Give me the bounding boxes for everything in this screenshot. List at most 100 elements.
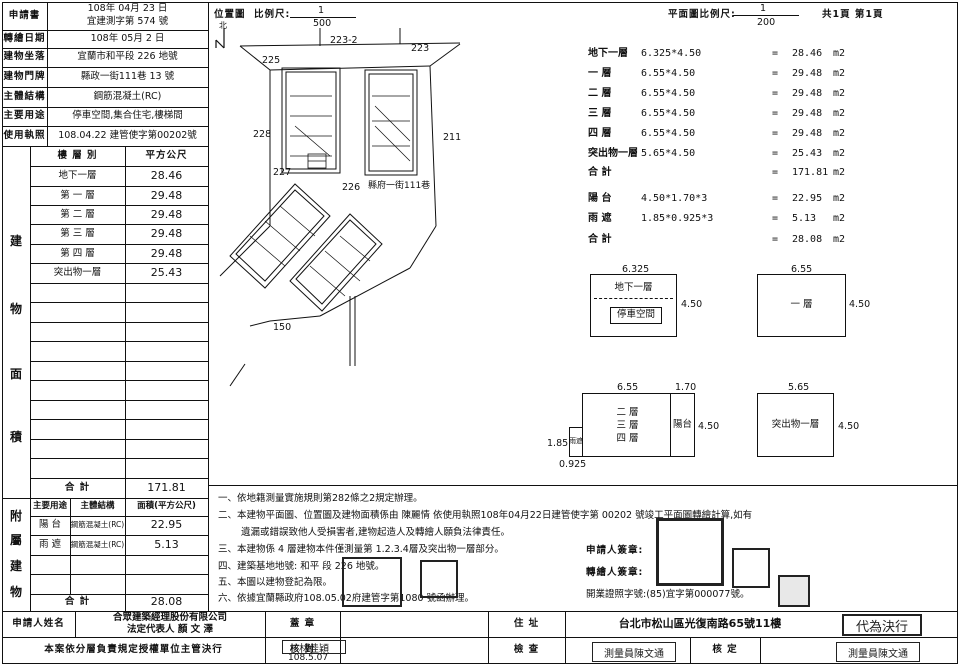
- label-license: 使用執照: [3, 129, 46, 141]
- plan-scale-den: 200: [757, 17, 776, 28]
- f24-label: 三 層: [616, 419, 639, 431]
- site-map-label: 位置圖: [214, 9, 246, 20]
- verify-label: 核 定: [712, 644, 738, 656]
- floor-row-area: 29.48: [150, 246, 183, 260]
- plan-scale-num: 1: [760, 3, 767, 14]
- grid-line: [30, 224, 208, 225]
- calc-formula: 4.50*1.70*3: [641, 193, 708, 204]
- annex-row-struct: 鋼筋混凝土(RC): [70, 520, 125, 530]
- value-address: 縣政一街111巷 13 號: [80, 70, 175, 82]
- applicant-representative: 法定代表人 顏 文 澤: [127, 623, 213, 635]
- area-header-floor: 樓 層 別: [57, 149, 98, 161]
- page-count: 共1頁 第1頁: [822, 9, 884, 20]
- check-date: 108.5.07: [288, 653, 329, 663]
- grid-line: [30, 341, 208, 342]
- annex-row-use: 雨 遮: [38, 538, 62, 550]
- label-draw-date: 轉繪日期: [3, 32, 46, 44]
- calc-formula: 6.55*4.50: [641, 128, 696, 139]
- annex-total-value: 28.08: [150, 595, 183, 609]
- value-license: 108.04.22 建管使字第00202號: [58, 129, 197, 141]
- rep-seal-icon: [732, 548, 770, 588]
- drafter-seal-icon: [778, 575, 810, 607]
- calc-name: 二 層: [588, 88, 612, 99]
- canopy-left-dim: 1.85: [547, 438, 569, 449]
- calc-result: 29.48: [792, 108, 823, 119]
- grid-line: [30, 458, 208, 459]
- annex-side-char-4: 物: [9, 585, 22, 600]
- seal-label: 蓋 章: [289, 617, 316, 629]
- grid-line: [30, 283, 208, 284]
- annex-total-label: 合 計: [64, 596, 91, 608]
- roof-label: 突出物一層: [771, 418, 820, 430]
- b1-top-dim: 6.325: [622, 264, 650, 275]
- floor-row-area: 25.43: [150, 265, 183, 279]
- value-location: 宜蘭市和平段 226 地號: [77, 51, 178, 63]
- check-label: 核 對: [289, 644, 316, 656]
- f24-top-dim: 6.55: [617, 382, 639, 393]
- calc-formula: 6.55*4.50: [641, 68, 696, 79]
- calc-result: 28.46: [792, 48, 823, 59]
- f24-right-dim: 4.50: [698, 421, 720, 432]
- plan-scale-label: 平面圖比例尺:: [668, 9, 736, 20]
- north-arrow-icon: [215, 28, 225, 49]
- applicant-name-label: 申請人姓名: [12, 617, 65, 629]
- grid-line: [30, 439, 208, 440]
- b1-parking-box: [610, 307, 662, 324]
- calc-equals: =: [772, 128, 779, 139]
- grid-line: [30, 419, 208, 420]
- lot-number: 225: [262, 55, 281, 66]
- calc-result: 29.48: [792, 88, 823, 99]
- calc-name: 突出物一層: [588, 148, 638, 159]
- lot-number: 223: [411, 43, 430, 54]
- inspect-label: 檢 查: [513, 644, 540, 656]
- floor-row-area: 29.48: [150, 226, 183, 240]
- note-line: 五、本圖以建物登記為限。: [218, 577, 333, 588]
- value-usage: 停車空間,集合住宅,樓梯間: [72, 110, 183, 122]
- floor-row-name: 第 四 層: [60, 247, 95, 259]
- value-application-no: 宜建測字第 574 號: [86, 16, 169, 28]
- calc-formula: 1.85*0.925*3: [641, 213, 714, 224]
- area-total-value: 171.81: [147, 480, 186, 494]
- roof-outline: [757, 393, 834, 457]
- lot-number: 223-2: [330, 35, 358, 46]
- grid-line: [30, 166, 208, 167]
- annex-header-use: 主要用途: [32, 501, 67, 512]
- calc-result: 22.95: [792, 193, 823, 204]
- value-draw-date: 108年 05月 2 日: [90, 32, 165, 44]
- area-side-char-3: 面: [9, 367, 22, 382]
- proxy-stamp: 代為決行: [842, 614, 922, 636]
- applicant-sign-label: 申請人簽章:: [586, 545, 644, 556]
- annex-header-struct: 主體結構: [80, 501, 115, 512]
- floor-row-name: 突出物一層: [53, 266, 102, 278]
- note-line: 六、依據宜蘭縣政府108.05.02府建管字第1080 號函辦理。: [218, 593, 475, 604]
- calc-unit: m2: [833, 213, 846, 224]
- annex-header-area: 面積(平方公尺): [137, 501, 196, 512]
- grid-line: [30, 302, 208, 303]
- calc-result: 25.43: [792, 148, 823, 159]
- grid-line: [30, 322, 208, 323]
- note-line: 三、本建物係 4 層建物本件僅測量第 1.2.3.4層及突出物一層部分。: [218, 544, 504, 555]
- b1-outline: [590, 274, 677, 337]
- calc-unit: m2: [833, 108, 846, 119]
- calc-name: 地下一層: [588, 48, 628, 59]
- calc-unit: m2: [833, 148, 846, 159]
- calc-name: 雨 遮: [588, 213, 612, 224]
- canopy-bottom-dim: 0.925: [559, 459, 587, 470]
- calc-result: 29.48: [792, 128, 823, 139]
- site-scale-den: 500: [313, 18, 332, 29]
- inspect-stamp: 測量員陳文通: [592, 642, 676, 662]
- area-side-char-1: 建: [9, 234, 22, 249]
- b1-right-dim: 4.50: [681, 299, 703, 310]
- calc-equals: =: [772, 88, 779, 99]
- roof-top-dim: 5.65: [788, 382, 810, 393]
- f24-label: 二 層: [616, 406, 639, 418]
- annex-row-area: 22.95: [150, 518, 183, 532]
- grid-line: [30, 400, 208, 401]
- grid-line: [30, 380, 208, 381]
- lot-number: 227: [273, 167, 292, 178]
- balcony-label: 陽台: [672, 418, 692, 430]
- floor-row-name: 第 二 層: [60, 208, 95, 220]
- f1-outline: [757, 274, 846, 337]
- calc-unit: m2: [833, 128, 846, 139]
- f24-outline: [582, 393, 695, 457]
